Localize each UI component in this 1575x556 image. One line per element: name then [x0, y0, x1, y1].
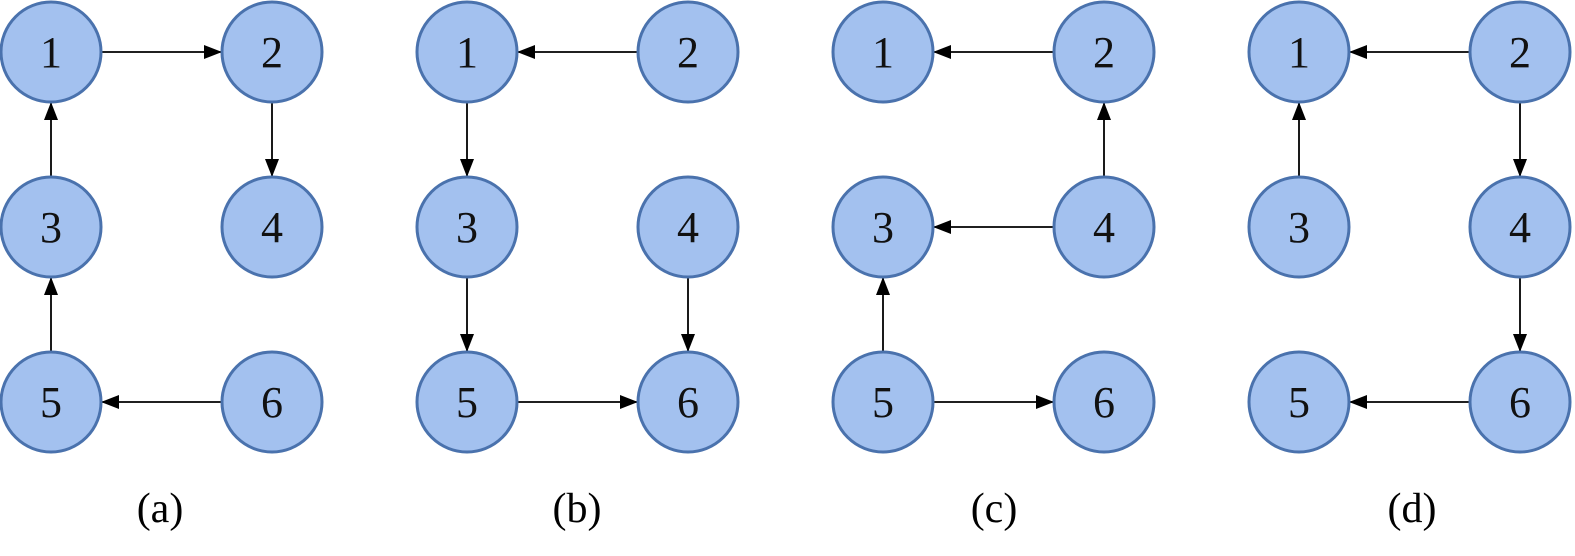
- node-circle: [636, 175, 740, 279]
- node-label: 4: [677, 203, 699, 252]
- panel-b: 1 2 3 4 5 6 (b): [415, 0, 740, 532]
- node-label: 6: [1093, 378, 1115, 427]
- node-circle: [1247, 0, 1351, 104]
- panel-caption: (d): [1388, 486, 1437, 532]
- node-label: 5: [456, 378, 478, 427]
- node-circle: [415, 175, 519, 279]
- node-label: 3: [456, 203, 478, 252]
- node-label: 3: [1288, 203, 1310, 252]
- node-3: 3: [831, 175, 935, 279]
- node-2: 2: [1468, 0, 1572, 104]
- panels-root: 1 2 3 4 5 6 (a) 1 2 3 4 5 6 (b) 1 2 3 4 5 6 (c) 1 2 3 4 5 6 (d): [0, 0, 1572, 532]
- node-label: 1: [872, 28, 894, 77]
- node-1: 1: [1247, 0, 1351, 104]
- node-label: 3: [40, 203, 62, 252]
- node-2: 2: [1052, 0, 1156, 104]
- panel-caption: (c): [971, 486, 1018, 532]
- node-circle: [831, 175, 935, 279]
- node-circle: [1468, 0, 1572, 104]
- node-circle: [636, 0, 740, 104]
- node-6: 6: [636, 350, 740, 454]
- node-circle: [415, 0, 519, 104]
- panel-d: 1 2 3 4 5 6 (d): [1247, 0, 1572, 532]
- node-label: 5: [1288, 378, 1310, 427]
- node-circle: [0, 350, 103, 454]
- node-circle: [831, 350, 935, 454]
- node-5: 5: [415, 350, 519, 454]
- panel-caption: (a): [137, 486, 184, 532]
- node-label: 2: [1509, 28, 1531, 77]
- node-2: 2: [636, 0, 740, 104]
- node-1: 1: [0, 0, 103, 104]
- node-label: 4: [1509, 203, 1531, 252]
- node-4: 4: [1052, 175, 1156, 279]
- node-label: 2: [677, 28, 699, 77]
- node-label: 4: [1093, 203, 1115, 252]
- node-label: 6: [677, 378, 699, 427]
- panel-a: 1 2 3 4 5 6 (a): [0, 0, 324, 532]
- node-label: 2: [1093, 28, 1115, 77]
- node-label: 4: [261, 203, 283, 252]
- node-circle: [636, 350, 740, 454]
- node-3: 3: [1247, 175, 1351, 279]
- node-circle: [1468, 175, 1572, 279]
- node-label: 6: [1509, 378, 1531, 427]
- node-label: 1: [40, 28, 62, 77]
- node-circle: [831, 0, 935, 104]
- node-label: 1: [1288, 28, 1310, 77]
- node-5: 5: [0, 350, 103, 454]
- node-label: 3: [872, 203, 894, 252]
- node-circle: [415, 350, 519, 454]
- node-4: 4: [220, 175, 324, 279]
- node-circle: [1247, 175, 1351, 279]
- node-6: 6: [1468, 350, 1572, 454]
- node-circle: [220, 350, 324, 454]
- node-3: 3: [0, 175, 103, 279]
- node-circle: [0, 175, 103, 279]
- node-circle: [0, 0, 103, 104]
- panel-c: 1 2 3 4 5 6 (c): [831, 0, 1156, 532]
- node-2: 2: [220, 0, 324, 104]
- node-circle: [220, 0, 324, 104]
- node-6: 6: [220, 350, 324, 454]
- node-circle: [1052, 350, 1156, 454]
- node-label: 5: [40, 378, 62, 427]
- node-label: 5: [872, 378, 894, 427]
- node-1: 1: [415, 0, 519, 104]
- node-4: 4: [1468, 175, 1572, 279]
- node-4: 4: [636, 175, 740, 279]
- node-6: 6: [1052, 350, 1156, 454]
- panel-caption: (b): [553, 486, 602, 532]
- node-5: 5: [831, 350, 935, 454]
- node-circle: [1052, 0, 1156, 104]
- node-label: 1: [456, 28, 478, 77]
- node-label: 6: [261, 378, 283, 427]
- node-circle: [1468, 350, 1572, 454]
- node-1: 1: [831, 0, 935, 104]
- node-circle: [220, 175, 324, 279]
- node-circle: [1247, 350, 1351, 454]
- node-3: 3: [415, 175, 519, 279]
- node-circle: [1052, 175, 1156, 279]
- node-5: 5: [1247, 350, 1351, 454]
- node-label: 2: [261, 28, 283, 77]
